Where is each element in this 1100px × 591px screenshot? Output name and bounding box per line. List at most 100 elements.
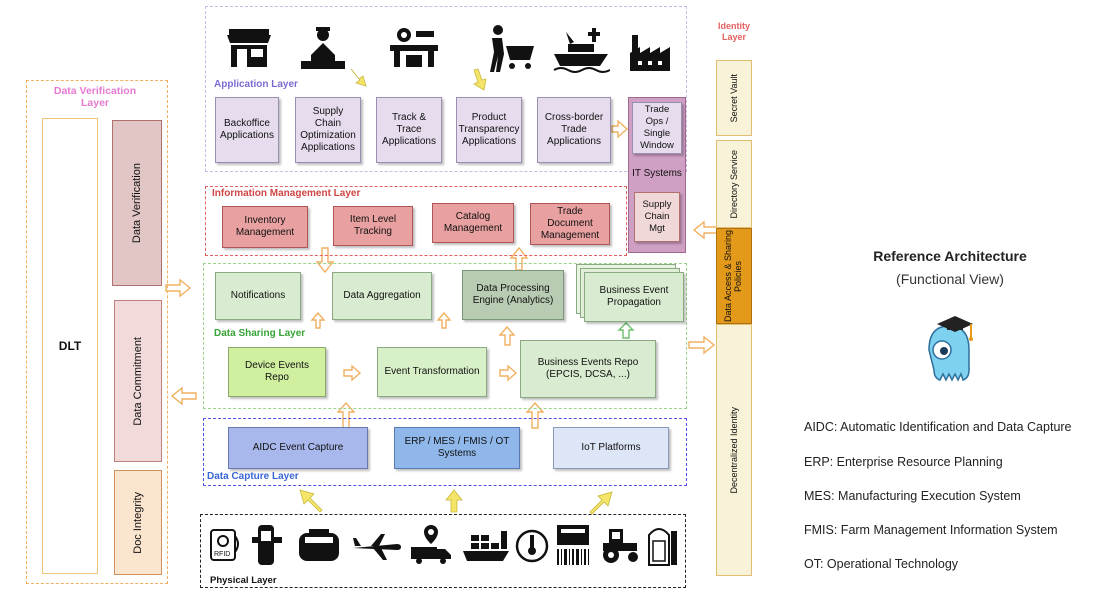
decentralized-identity-label: Decentralized Identity [729,406,739,494]
identity-title-line2: Layer [721,32,747,42]
legend-fmis: FMIS: Farm Management Information System [804,523,1058,537]
arrow-tradeops-to-crossborder [611,119,629,139]
sharing-layer-title: Data Sharing Layer [214,328,306,339]
device-events-repo-box[interactable]: Device Events Repo [228,347,326,397]
physical-layer-title: Physical Layer [210,575,277,586]
arrow-up-1 [310,311,326,329]
legend-ot: OT: Operational Technology [804,557,959,571]
factory-machine-icon [384,22,444,74]
directory-service-label: Directory Service [729,149,739,219]
reference-subtitle: (Functional View) [896,271,1004,287]
verification-layer-frame [26,80,168,584]
verification-layer-title: Data Verification Layer [40,85,150,109]
label-printer-icon [296,524,342,566]
legend-mes: MES: Manufacturing Execution System [804,489,1021,503]
inventory-management-box[interactable]: Inventory Management [222,206,308,248]
trade-ops-box[interactable]: Trade Ops / Single Window [632,102,682,154]
shopper-icon [484,22,540,76]
arrow-physical-1 [299,489,323,513]
arrow-identity-to-sharing [688,335,716,355]
thermometer-icon [514,526,550,566]
decentralized-identity-box[interactable]: Decentralized Identity [716,324,752,576]
arrow-app-1 [350,68,367,87]
arrow-physical-3 [589,491,613,515]
arrow-green-up [617,322,635,339]
rfid-text: RFID [214,551,230,558]
data-processing-engine-box[interactable]: Data Processing Engine (Analytics) [462,270,564,320]
identity-layer-title: Identity Layer [712,21,756,43]
barcode-icon [552,522,594,568]
secret-vault-box[interactable]: Secret Vault [716,60,752,136]
airplane-icon [350,528,404,566]
identity-title-line1: Identity [717,21,750,31]
doc-integrity-box[interactable]: Doc Integrity [114,470,162,575]
rfid-reader-icon: RFID [208,522,244,566]
business-event-propagation-box[interactable]: Business Event Propagation [584,272,684,322]
data-aggregation-box[interactable]: Data Aggregation [332,272,432,320]
reference-title: Reference Architecture [873,248,1027,264]
supply-chain-mgt-box[interactable]: Supply Chain Mgt [634,192,680,242]
event-transformation-box[interactable]: Event Transformation [377,347,487,397]
catalog-management-box[interactable]: Catalog Management [432,203,514,243]
arrow-info-to-sharing [315,247,335,274]
iot-platforms-box[interactable]: IoT Platforms [553,427,669,469]
backoffice-applications-box[interactable]: Backoffice Applications [215,97,279,163]
aidc-event-capture-box[interactable]: AIDC Event Capture [228,427,368,469]
trade-document-management-box[interactable]: Trade Document Management [530,203,610,245]
it-systems-label: IT Systems [632,168,682,179]
data-access-policies-box[interactable]: Data Access & Sharing Policies [716,228,752,324]
data-verification-label: Data Verification [131,162,143,244]
legend-erp: ERP: Enterprise Resource Planning [804,455,1003,469]
arrow-up-3 [498,325,516,346]
arrow-up-2 [436,311,452,329]
verification-title-line1: Data Verification [53,85,137,97]
cross-border-trade-box[interactable]: Cross-border Trade Applications [537,97,611,163]
arrow-right-1 [343,364,362,382]
secret-vault-label: Secret Vault [729,73,739,123]
arrow-capture-to-sharing-1 [336,401,356,429]
supply-chain-optimization-box[interactable]: Supply Chain Optimization Applications [295,97,361,163]
mascot-icon [915,310,979,386]
arrow-capture-to-sharing-2 [525,401,545,429]
capture-layer-title: Data Capture Layer [207,471,299,482]
data-access-policies-label: Data Access & Sharing Policies [723,229,743,323]
sharing-layer-frame [203,263,687,409]
capture-layer-frame [203,418,687,486]
arrow-physical-2 [445,489,463,513]
track-trace-box[interactable]: Track & Trace Applications [376,97,442,163]
business-events-repo-box[interactable]: Business Events Repo (EPCIS, DCSA, ...) [520,340,656,398]
doc-integrity-label: Doc Integrity [132,491,144,554]
legend-aidc: AIDC: Automatic Identification and Data … [804,420,1072,434]
data-commitment-box[interactable]: Data Commitment [114,300,162,462]
store-icon [222,22,276,74]
arrow-identity-to-info [692,220,719,240]
application-layer-frame [205,6,687,172]
arrow-verification-to-sharing [165,278,192,298]
container-ship-icon [460,526,512,566]
directory-service-box[interactable]: Directory Service [716,140,752,228]
arrow-right-2 [499,364,518,382]
customs-officer-icon [296,22,350,74]
delivery-truck-icon [408,522,454,568]
block-arrows [165,119,719,429]
verification-title-line2: Layer [80,97,110,109]
dlt-label: DLT [58,339,82,353]
arrow-sharing-to-commitment [170,386,197,406]
cargo-ship-icon [550,24,612,76]
tractor-icon [598,524,642,566]
dlt-box[interactable]: DLT [42,118,98,574]
information-layer-frame [205,186,627,256]
item-level-tracking-box[interactable]: Item Level Tracking [333,206,413,246]
data-commitment-label: Data Commitment [132,336,144,426]
information-layer-title: Information Management Layer [212,188,361,199]
silo-icon [644,520,682,568]
product-transparency-box[interactable]: Product Transparency Applications [456,97,522,163]
notifications-box[interactable]: Notifications [215,272,301,320]
erp-mes-fmis-box[interactable]: ERP / MES / FMIS / OT Systems [394,427,520,469]
application-layer-title: Application Layer [214,79,298,90]
arrow-sharing-to-info [509,246,529,271]
handheld-scanner-icon [248,522,288,568]
arrow-app-2 [473,68,487,91]
data-verification-box[interactable]: Data Verification [112,120,162,286]
